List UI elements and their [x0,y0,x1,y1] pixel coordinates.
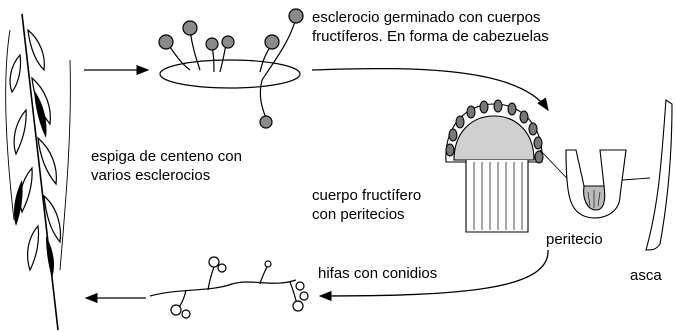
label-rye-spike: espiga de centeno con varios esclerocios [91,147,242,185]
germinated-sclerotium-illustration [158,8,304,129]
hyphae-with-conidia-illustration [149,256,309,319]
label-rye-spike-line1: espiga de centeno con [91,148,242,165]
label-fruiting-body-line1: cuerpo fructífero [312,187,422,204]
label-perithecium: peritecio [546,231,603,248]
label-hyphae: hifas con conidios [318,265,438,282]
label-ascus: asca [630,267,662,284]
sclerotia-on-spike [14,90,54,278]
fruiting-body-illustration [445,99,544,233]
pointer-to-ascus [621,177,651,181]
label-germinated-sclerotium: esclerocio germinado con cuerpos fructíf… [312,8,549,46]
label-rye-spike-line2: varios esclerocios [91,167,211,184]
label-fruiting-body-line2: con peritecios [312,206,405,223]
ascus-illustration [645,99,673,251]
label-fruiting-body: cuerpo fructífero con peritecios [312,186,421,224]
arrow-to-hyphae [318,249,549,302]
label-germinated-sclerotium-line2: fructíferos. En forma de cabezuelas [312,28,549,45]
rye-spike-illustration [5,13,71,331]
arrow-sclerotium-to-fruiting-body [311,67,549,112]
perithecium-illustration [565,149,627,219]
label-germinated-sclerotium-line1: esclerocio germinado con cuerpos [312,9,541,26]
